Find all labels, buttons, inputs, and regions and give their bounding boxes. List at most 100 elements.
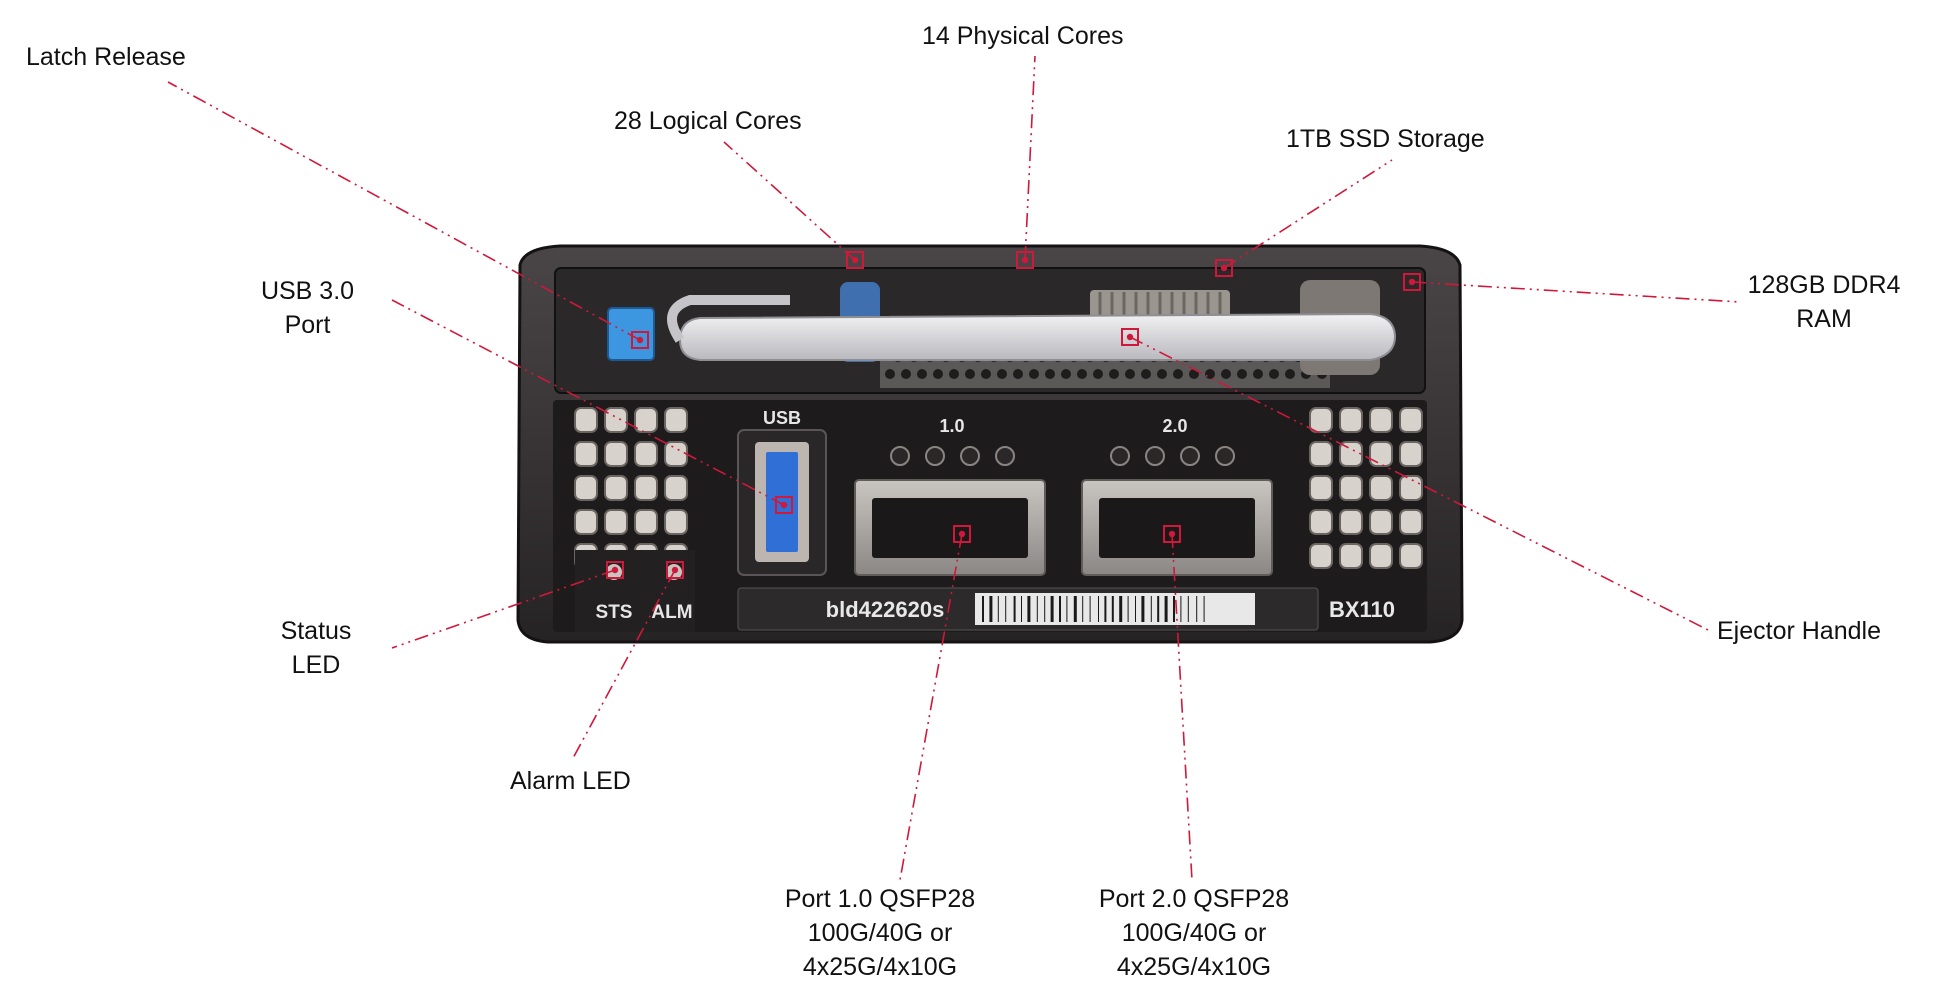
callout-marker-dot-logical-cores (851, 256, 859, 264)
port-indicator-dot (890, 446, 910, 466)
barcode-bar (1013, 596, 1016, 622)
callout-layer (167, 55, 1741, 881)
port2-panel-label: 2.0 (1162, 416, 1187, 436)
perf-hole (997, 369, 1007, 379)
port1-panel-label: 1.0 (939, 416, 964, 436)
barcode-bar (1157, 596, 1160, 622)
vent-hole (1399, 475, 1423, 501)
barcode-bar (1059, 596, 1061, 622)
barcode-bar (1027, 596, 1031, 622)
callout-marker-physical-cores (1016, 251, 1034, 269)
callout-alarm-led: Alarm LED (510, 767, 631, 795)
callout-marker-port-1 (953, 525, 971, 543)
callout-marker-dot-ddr4-ram (1408, 278, 1416, 286)
callout-line-status-led (391, 569, 616, 649)
vent-hole (1339, 475, 1363, 501)
perf-hole (949, 369, 959, 379)
port-indicator-dot (960, 446, 980, 466)
barcode-bar (1066, 596, 1068, 622)
barcode-bar (1164, 596, 1168, 622)
perf-hole (1093, 369, 1103, 379)
port-indicator-dot (1215, 446, 1235, 466)
vent-hole (1369, 407, 1393, 433)
usb-label: USB (763, 408, 801, 428)
vent-hole (634, 441, 658, 467)
callout-marker-dot-usb-port (780, 501, 788, 509)
callout-line-physical-cores (1024, 55, 1036, 261)
perf-hole (1285, 369, 1295, 379)
barcode-bar (1111, 596, 1114, 622)
perf-hole (1157, 369, 1167, 379)
port-indicator-dots (890, 446, 1235, 466)
vent-hole (634, 407, 658, 433)
barcode-bar (982, 596, 984, 622)
perf-hole (1141, 369, 1151, 379)
callout-line-port-1 (899, 533, 963, 881)
perf-hole (1237, 369, 1247, 379)
callout-marker-dot-status-led (611, 566, 619, 574)
barcode-bar (1203, 596, 1205, 622)
barcode-bar (1098, 596, 1099, 622)
port-indicator-dot (1110, 446, 1130, 466)
vent-hole (1309, 441, 1333, 467)
serial-number-label: bld422620s (826, 597, 945, 622)
callout-marker-dot-latch-release (636, 336, 644, 344)
barcode-bar (1050, 596, 1054, 622)
perf-hole (981, 369, 991, 379)
callout-port-1: Port 1.0 QSFP28 100G/40G or 4x25G/4x10G (784, 885, 976, 981)
ejector-handle-bar (678, 312, 1397, 361)
callout-marker-ssd-storage (1215, 259, 1233, 277)
vent-hole (1309, 407, 1333, 433)
vent-hole (1309, 543, 1333, 569)
perf-hole (1077, 369, 1087, 379)
callout-marker-ejector-handle (1121, 328, 1139, 346)
barcode-bar (989, 596, 993, 622)
barcode-bar (1173, 596, 1175, 622)
vent-hole (664, 441, 688, 467)
led-panel (575, 550, 695, 632)
callout-port-2: Port 2.0 QSFP28 100G/40G or 4x25G/4x10G (1098, 885, 1290, 981)
vent-hole (574, 407, 598, 433)
perf-hole (965, 369, 975, 379)
callout-physical-cores: 14 Physical Cores (922, 22, 1124, 50)
barcode-bar (1135, 596, 1136, 622)
perf-hole (885, 369, 895, 379)
vent-hole (1309, 509, 1333, 535)
callout-marker-dot-port-2 (1168, 530, 1176, 538)
barcode-bar (1141, 596, 1145, 622)
qsfp-cage-1-opening (872, 498, 1028, 558)
callout-line-latch-release (167, 81, 641, 341)
callout-marker-status-led (606, 561, 624, 579)
barcode-lines (982, 596, 1205, 622)
vent-hole (1339, 441, 1363, 467)
vent-hole (574, 509, 598, 535)
barcode-bar (1119, 596, 1123, 622)
qsfp-cage-2-opening (1099, 498, 1255, 558)
vent-hole (1369, 543, 1393, 569)
vent-hole (574, 475, 598, 501)
vent-hole (664, 475, 688, 501)
callout-marker-port-2 (1163, 525, 1181, 543)
perf-hole (1269, 369, 1279, 379)
vent-hole (1339, 543, 1363, 569)
port-indicator-dot (1180, 446, 1200, 466)
model-label: BX110 (1329, 597, 1395, 622)
callout-line-logical-cores (723, 141, 856, 261)
vent-hole (1369, 441, 1393, 467)
callout-marker-alarm-led (666, 561, 684, 579)
callout-logical-cores: 28 Logical Cores (614, 107, 802, 135)
vent-hole (1399, 543, 1423, 569)
ejector-handle-arm (667, 295, 790, 343)
callout-status-led: Status LED (280, 617, 352, 679)
callout-line-ejector-handle (1129, 336, 1713, 633)
callout-marker-logical-cores (846, 251, 864, 269)
perf-hole (901, 369, 911, 379)
vent-hole (1399, 407, 1423, 433)
barcode-bar (1044, 596, 1046, 622)
callout-marker-dot-ejector-handle (1126, 333, 1134, 341)
port-indicator-dot (995, 446, 1015, 466)
barcode-bar (1187, 596, 1189, 622)
vent-hole (634, 475, 658, 501)
